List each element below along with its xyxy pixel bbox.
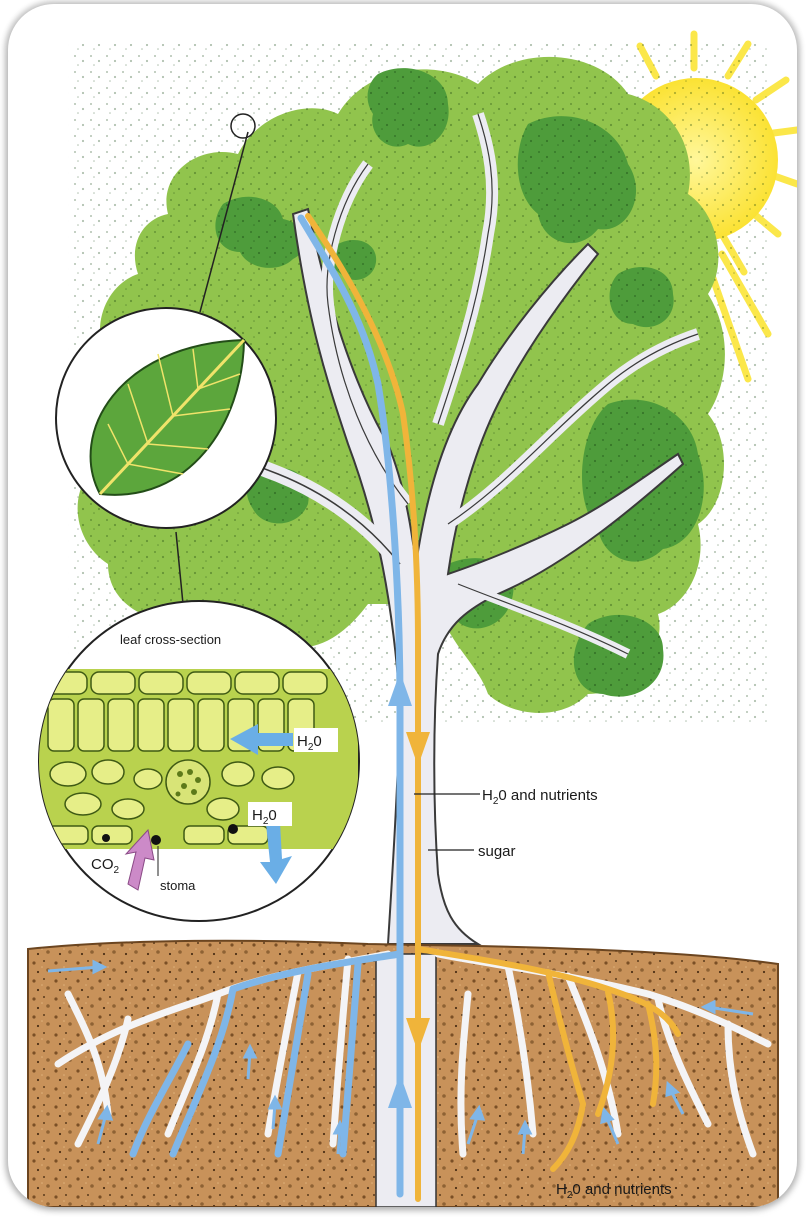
tree-transport-diagram: leaf cross-section H20 H20 CO2 stoma H20… bbox=[8, 4, 797, 1207]
label-leaf-cross-section: leaf cross-section bbox=[120, 632, 221, 647]
label-h2o-nutrients-trunk: H20 and nutrients bbox=[482, 787, 598, 807]
label-stoma: stoma bbox=[160, 878, 196, 893]
diagram-frame: leaf cross-section H20 H20 CO2 stoma H20… bbox=[8, 4, 797, 1207]
leaf-cross-section-detail bbox=[38, 601, 359, 921]
label-sugar: sugar bbox=[478, 843, 516, 860]
